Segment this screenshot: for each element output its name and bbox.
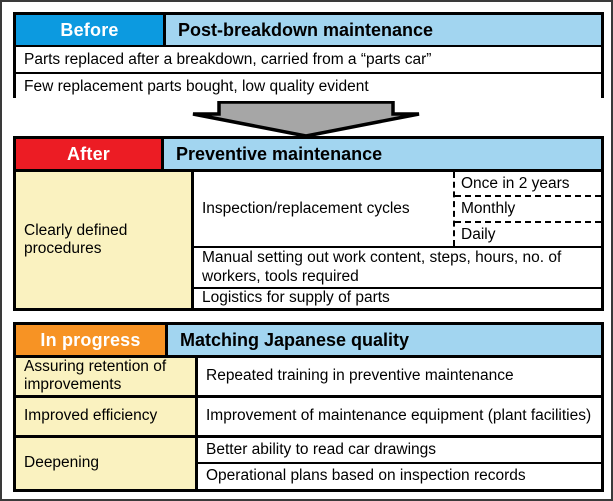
- inspection-cycles-list: Once in 2 years Monthly Daily: [453, 172, 601, 247]
- before-tag: Before: [16, 15, 166, 45]
- in-progress-row-text: Operational plans based on inspection re…: [198, 462, 601, 489]
- in-progress-row: Deepening Better ability to read car dra…: [16, 434, 601, 489]
- in-progress-row-texts: Improvement of maintenance equipment (pl…: [198, 398, 601, 435]
- logistics-row: Logistics for supply of parts: [194, 287, 601, 308]
- down-arrow-icon: [192, 100, 420, 138]
- after-tag: After: [16, 139, 164, 169]
- in-progress-title: Matching Japanese quality: [168, 325, 601, 355]
- in-progress-block: In progress Matching Japanese quality As…: [13, 322, 604, 492]
- in-progress-header-row: In progress Matching Japanese quality: [16, 325, 601, 355]
- after-body: Clearly defined procedures Inspection/re…: [16, 169, 601, 308]
- before-title: Post-breakdown maintenance: [166, 15, 601, 45]
- after-header-row: After Preventive maintenance: [16, 139, 601, 169]
- after-side-label: Clearly defined procedures: [16, 172, 194, 308]
- inspection-cycles-label: Inspection/replacement cycles: [202, 200, 410, 218]
- in-progress-row-label: Deepening: [16, 437, 198, 489]
- after-content: Inspection/replacement cycles Once in 2 …: [194, 172, 601, 308]
- after-block: After Preventive maintenance Clearly def…: [13, 136, 604, 311]
- in-progress-row: Improved efficiency Improvement of maint…: [16, 394, 601, 435]
- cycle-item: Monthly: [455, 195, 601, 220]
- manual-row: Manual setting out work content, steps, …: [194, 246, 601, 287]
- in-progress-row-text: Better ability to read car drawings: [206, 440, 437, 458]
- in-progress-tag: In progress: [16, 325, 168, 355]
- before-row-1: Parts replaced after a breakdown, carrie…: [16, 45, 601, 72]
- after-title: Preventive maintenance: [164, 139, 601, 169]
- in-progress-row: Assuring retention of improvements Repea…: [16, 358, 601, 395]
- before-row-2: Few replacement parts bought, low qualit…: [16, 72, 601, 99]
- before-header-row: Before Post-breakdown maintenance: [16, 15, 601, 45]
- inspection-cycles-row: Inspection/replacement cycles Once in 2 …: [194, 172, 601, 247]
- in-progress-row-label: Assuring retention of improvements: [16, 358, 198, 395]
- in-progress-body: Assuring retention of improvements Repea…: [16, 355, 601, 489]
- cycle-item: Once in 2 years: [461, 174, 570, 192]
- cycle-item: Daily: [455, 220, 601, 246]
- before-block: Before Post-breakdown maintenance Parts …: [13, 12, 604, 99]
- in-progress-row-text: Improvement of maintenance equipment (pl…: [206, 406, 592, 424]
- in-progress-row-label: Improved efficiency: [16, 397, 198, 435]
- in-progress-row-text: Repeated training in preventive maintena…: [206, 366, 514, 384]
- in-progress-row-texts: Better ability to read car drawings Oper…: [198, 438, 601, 489]
- in-progress-row-texts: Repeated training in preventive maintena…: [198, 358, 601, 395]
